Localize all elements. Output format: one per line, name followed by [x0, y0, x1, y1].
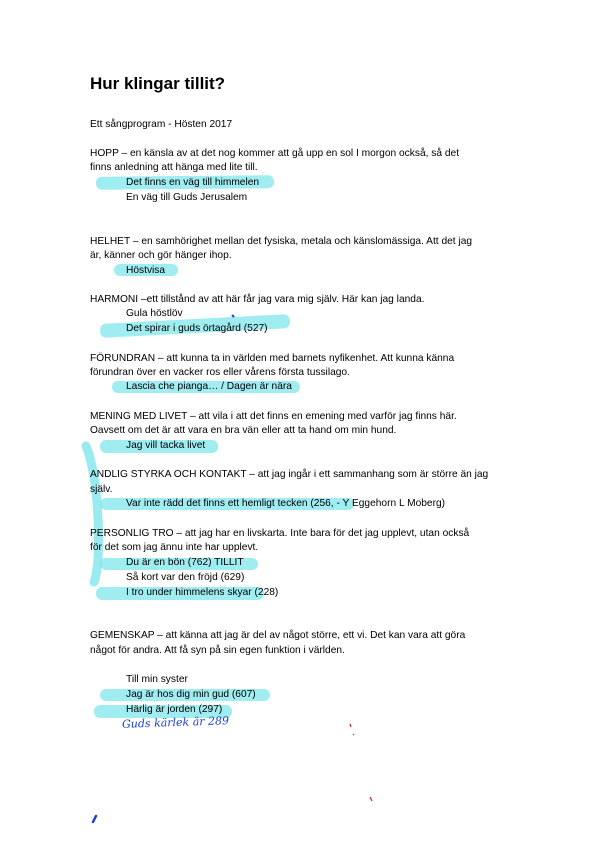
bracket-mark	[81, 441, 103, 587]
song-item: Det spirar i guds örtagård (527)	[126, 323, 268, 334]
highlight-hostvisa	[114, 264, 178, 276]
song-item: Lascia che pianga… / Dagen är nära	[126, 381, 292, 392]
song-item: Härlig är jorden (297)	[126, 704, 223, 715]
highlight-jag-ar-hos-dig	[100, 689, 270, 701]
song-item: Till min syster	[126, 674, 188, 685]
highlight-lascia	[112, 381, 300, 393]
section-text: GEMENSKAP – att känna att jag är del av …	[90, 630, 466, 641]
section-text: är, känner och gör hänger ihop.	[90, 250, 232, 261]
song-item: Jag är hos dig min gud (607)	[126, 689, 256, 700]
song-item: Så kort var den fröjd (629)	[126, 572, 245, 583]
song-item: Det finns en väg till himmelen	[126, 177, 260, 188]
highlight-tacka-livet	[100, 440, 218, 453]
highlight-i-tro	[96, 587, 264, 600]
section-text: Oavsett om det är att vara en bra vän el…	[90, 425, 397, 436]
highlight-du-ar-en-bon	[100, 558, 258, 570]
section-text: finns anledning att hänga med lite till.	[90, 162, 258, 173]
section-text: något för andra. Att få syn på sin egen …	[90, 645, 345, 656]
song-item: Du är en bön (762) TILLIT	[126, 557, 244, 568]
section-text: MENING MED LIVET – att vila i att det fi…	[90, 411, 457, 422]
section-text: PERSONLIG TRO – att jag har en livskarta…	[90, 528, 470, 539]
section-text: HARMONI –ett tillstånd av att här får ja…	[90, 294, 425, 305]
pen-dot-mark	[231, 314, 235, 318]
section-text: förundran över en vacker ros eller våren…	[90, 367, 350, 378]
pen-tick-mark	[91, 814, 98, 824]
song-item: Var inte rädd det finns ett hemligt teck…	[126, 498, 446, 509]
section-text: själv.	[90, 484, 113, 495]
song-item: Höstvisa	[126, 265, 166, 276]
highlight-var-inte-radd	[100, 498, 354, 510]
section-text: FÖRUNDRAN – att kunna ta in världen med …	[90, 353, 455, 364]
section-text: HELHET – en samhörighet mellan det fysis…	[90, 236, 473, 247]
song-item: Jag vill tacka livet	[126, 440, 206, 451]
section-text: för det som jag ännu inte har upplevt.	[90, 542, 259, 553]
red-mark	[349, 723, 373, 802]
page-title: Hur klingar tillit?	[90, 74, 226, 93]
song-item: I tro under himmelens skyar (228)	[126, 587, 279, 598]
subtitle: Ett sångprogram - Hösten 2017	[90, 119, 233, 130]
section-text: ANDLIG STYRKA OCH KONTAKT – att jag ingå…	[90, 469, 489, 480]
highlight-harlig	[94, 705, 232, 718]
song-item: En väg till Guds Jerusalem	[126, 192, 248, 203]
section-text: HOPP – en känsla av at det nog kommer at…	[90, 148, 460, 159]
song-item: Gula höstlöv	[126, 308, 183, 319]
